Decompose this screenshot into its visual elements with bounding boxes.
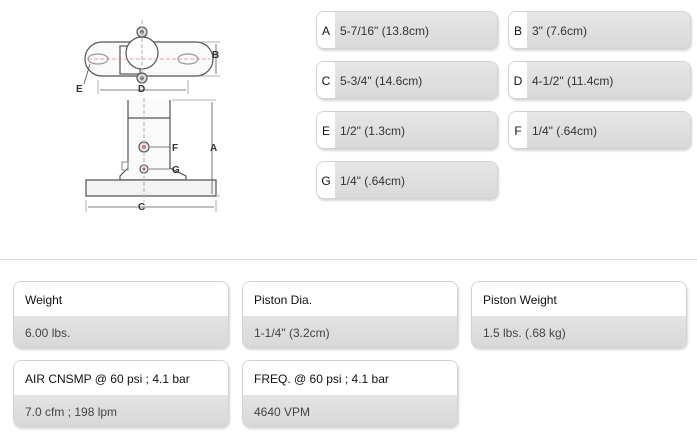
dimension-value: 5-7/16" (13.8cm)	[335, 12, 497, 48]
label-C: C	[138, 202, 145, 213]
dimension-letter: F	[509, 112, 527, 148]
spec-label: Piston Dia.	[243, 282, 457, 316]
dimension-card-a: A 5-7/16" (13.8cm)	[316, 11, 498, 49]
dimension-letter: E	[317, 112, 335, 148]
spec-card-frequency: FREQ. @ 60 psi ; 4.1 bar 4640 VPM	[242, 360, 458, 427]
label-B: B	[212, 50, 219, 61]
spec-label: Weight	[14, 282, 228, 316]
dimension-card-e: E 1/2" (1.3cm)	[316, 111, 498, 149]
dimension-card-c: C 5-3/4" (14.6cm)	[316, 61, 498, 99]
dimension-letter: D	[509, 62, 527, 98]
spec-label: Piston Weight	[472, 282, 686, 316]
label-F: F	[172, 143, 178, 154]
dimension-value: 3" (7.6cm)	[527, 12, 690, 48]
spec-value: 7.0 cfm ; 198 lpm	[14, 395, 228, 426]
label-D: D	[138, 84, 145, 95]
label-A: A	[210, 143, 217, 154]
spec-card-weight: Weight 6.00 lbs.	[13, 281, 229, 348]
dimension-letter: A	[317, 12, 335, 48]
dimension-letter: C	[317, 62, 335, 98]
base-side-view	[85, 179, 217, 197]
label-E: E	[76, 84, 83, 95]
spec-value: 4640 VPM	[243, 395, 457, 426]
dimension-value: 1/2" (1.3cm)	[335, 112, 497, 148]
dimension-drawing: B D E F G A C	[76, 20, 220, 213]
section-divider	[0, 259, 697, 260]
spec-label: FREQ. @ 60 psi ; 4.1 bar	[243, 361, 457, 395]
dimension-card-g: G 1/4" (.64cm)	[316, 161, 498, 199]
spec-card-piston-dia: Piston Dia. 1-1/4" (3.2cm)	[242, 281, 458, 348]
label-G: G	[172, 165, 180, 176]
dimension-value: 5-3/4" (14.6cm)	[335, 62, 497, 98]
dimension-value: 1/4" (.64cm)	[527, 112, 690, 148]
spec-value: 1.5 lbs. (.68 kg)	[472, 316, 686, 347]
dimension-card-b: B 3" (7.6cm)	[508, 11, 691, 49]
spec-card-piston-weight: Piston Weight 1.5 lbs. (.68 kg)	[471, 281, 687, 348]
spec-value: 1-1/4" (3.2cm)	[243, 316, 457, 347]
dimension-card-d: D 4-1/2" (11.4cm)	[508, 61, 691, 99]
spec-label: AIR CNSMP @ 60 psi ; 4.1 bar	[14, 361, 228, 395]
dimension-value: 1/4" (.64cm)	[335, 162, 497, 198]
dimension-card-f: F 1/4" (.64cm)	[508, 111, 691, 149]
vibrator-dimension-diagram: B D E F G A C	[60, 20, 250, 220]
dimension-letter: B	[509, 12, 527, 48]
dimension-value: 4-1/2" (11.4cm)	[527, 62, 690, 98]
dimension-letter: G	[317, 162, 335, 198]
spec-value: 6.00 lbs.	[14, 316, 228, 347]
spec-card-air-consumption: AIR CNSMP @ 60 psi ; 4.1 bar 7.0 cfm ; 1…	[13, 360, 229, 427]
